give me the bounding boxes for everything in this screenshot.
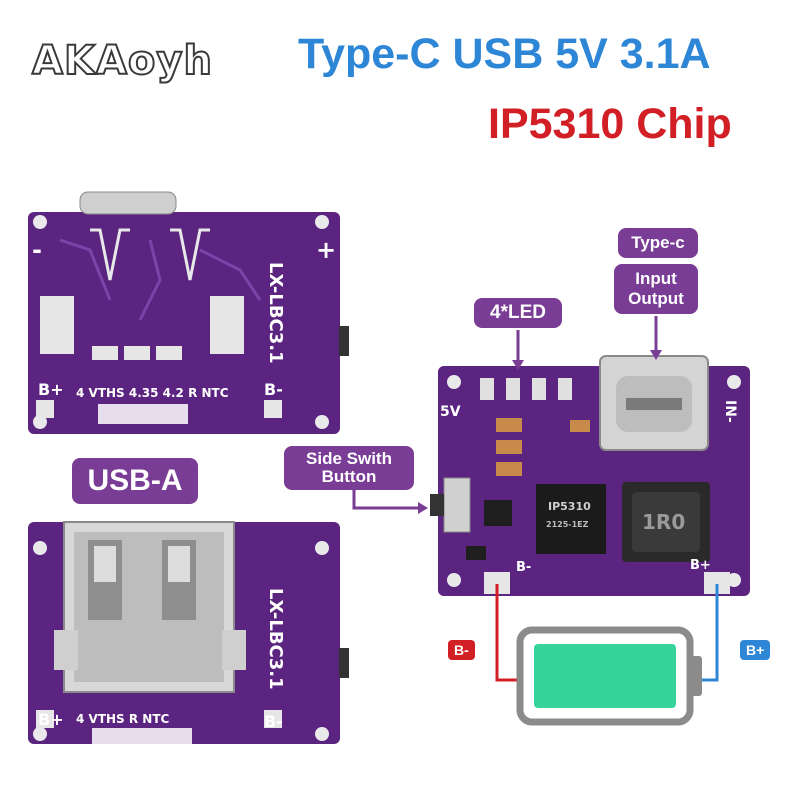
battery-positive-tag: B+ xyxy=(740,640,771,660)
board-model-label: LX-LBC3.1 xyxy=(265,262,286,364)
five-volt-label: 5V xyxy=(440,404,461,420)
plus-mark: + xyxy=(316,236,337,264)
headline-subtitle: IP5310 Chip xyxy=(488,100,732,148)
input-text: Input xyxy=(635,269,677,288)
usb-a-label: USB-A xyxy=(72,458,198,504)
board-top-left xyxy=(28,191,349,434)
pointer-arrows xyxy=(352,316,662,514)
type-c-label: Type-c xyxy=(618,228,698,258)
silkscreen-row: 4 VTHS R NTC xyxy=(76,712,170,726)
pad-b-plus-label: B+ xyxy=(38,380,64,399)
minus-mark: - xyxy=(32,236,42,264)
side-switch-label: Side Swith Button xyxy=(284,446,414,490)
headline-title: Type-C USB 5V 3.1A xyxy=(298,30,711,78)
pad-b-plus-label: B+ xyxy=(690,558,711,573)
battery-negative-tag: B- xyxy=(448,640,475,660)
inductor-label: 1R0 xyxy=(642,510,686,534)
button-text: Button xyxy=(321,467,377,486)
silkscreen-row: 4 VTHS 4.35 4.2 R NTC xyxy=(76,386,229,400)
in-minus-label: IN- xyxy=(722,400,738,423)
pad-b-minus-label: B- xyxy=(516,560,532,575)
board-bottom-left xyxy=(28,521,349,752)
board-model-label: LX-LBC3.1 xyxy=(265,588,286,690)
pad-b-minus-label: B- xyxy=(264,712,283,731)
output-text: Output xyxy=(628,289,684,308)
led-label: 4*LED xyxy=(474,298,562,328)
chip-code-label: 2125-1EZ xyxy=(546,520,589,529)
pad-b-minus-label: B- xyxy=(264,380,283,399)
battery-diagram xyxy=(495,584,719,726)
chip-label: IP5310 xyxy=(548,500,591,513)
input-output-label: Input Output xyxy=(614,264,698,314)
pad-b-plus-label: B+ xyxy=(38,710,64,729)
side-switch-text: Side Swith xyxy=(306,449,392,468)
board-right xyxy=(430,355,750,596)
brand-logo: AKAoyh xyxy=(31,37,213,85)
